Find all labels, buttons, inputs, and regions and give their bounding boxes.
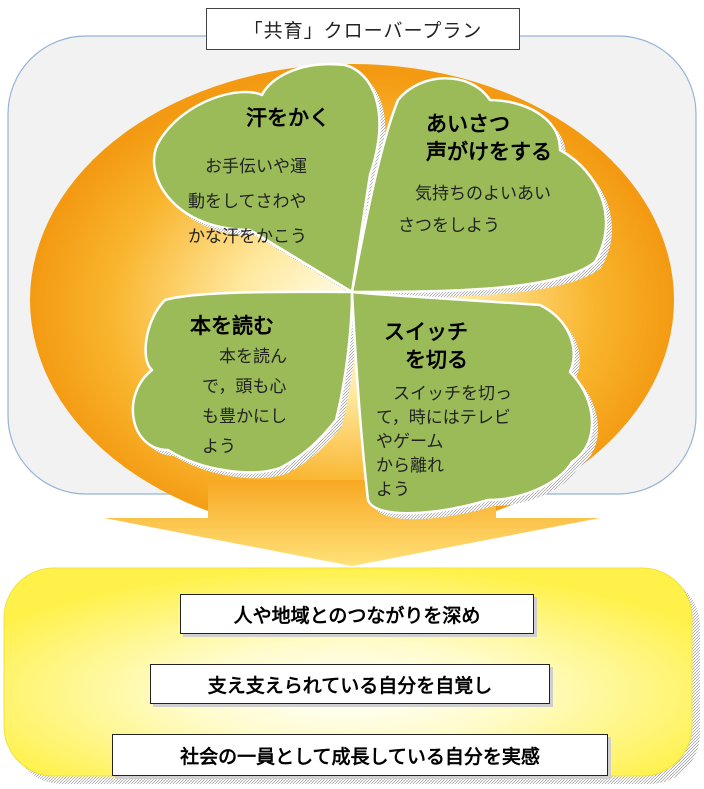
leaf-text-sweat: お手伝いや運 動をしてさわや かな汗をかこう	[188, 157, 307, 247]
outcome-box-growth: 社会の一員として成長している自分を実感	[112, 734, 608, 776]
plan-title: 「共育」クローバープラン	[206, 8, 520, 50]
leaf-text-greeting: 気持ちのよいあい さつをしよう	[398, 184, 551, 236]
clover-leaf-top-right	[350, 77, 608, 294]
leaf-title-sweat: 汗をかく	[246, 106, 330, 130]
outcome-box-awareness: 支え支えられている自分を自覚し	[150, 664, 550, 704]
clover-leaf-top-left	[152, 62, 381, 294]
leaf-text-reading: 本を読ん で，頭も心 も豊かにし よう	[202, 347, 287, 457]
outcome-box-connection: 人や地域とのつながりを深め	[180, 594, 534, 634]
clover-leaf-bottom-left	[131, 290, 354, 474]
leaf-text-switch: スイッチを切っ て，時にはテレビ やゲーム から離れ よう	[376, 384, 512, 500]
leaf-title-greeting: あいさつ 声がけをする	[426, 112, 552, 164]
leaf-title-switch: スイッチ を切る	[384, 320, 468, 372]
leaf-title-reading: 本を読む	[190, 314, 274, 338]
clover-leaf-bottom-right	[350, 290, 594, 515]
